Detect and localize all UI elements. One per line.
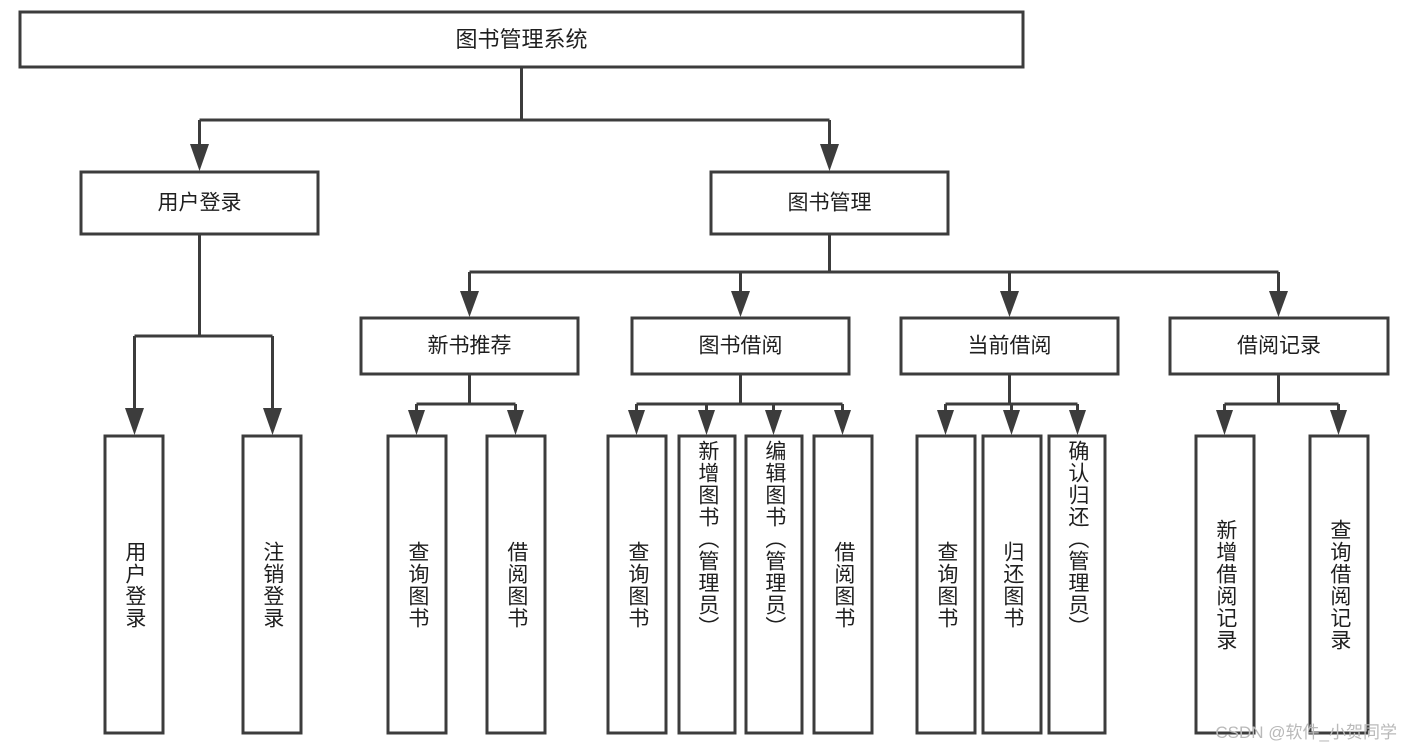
node-book-borrow[interactable]: 图书借阅 (630, 316, 851, 376)
node-borrow-record-box[interactable] (1168, 316, 1390, 376)
arrow-head-leaf-borrow-book-recommend (507, 410, 524, 435)
node-current-borrow-box[interactable] (899, 316, 1120, 376)
node-book-management[interactable]: 图书管理 (709, 170, 950, 236)
leaf-edit-book-box[interactable] (744, 434, 804, 735)
node-new-book-recommend-label: 新书推荐 (428, 335, 512, 358)
arrow-head-book-management (820, 144, 839, 171)
leaf-borrow-book-box[interactable] (812, 434, 874, 735)
leaf-confirm-return-box[interactable] (1047, 434, 1107, 735)
node-borrow-record-label: 借阅记录 (1237, 335, 1321, 358)
arrow-head-book-borrow (731, 291, 750, 317)
connector-layer (125, 67, 1347, 435)
leaf-query-borrow-record-box[interactable] (1308, 434, 1370, 735)
leaf-box-layer (103, 434, 1370, 735)
arrow-head-leaf-query-book-borrow (628, 410, 645, 435)
node-borrow-record[interactable]: 借阅记录 (1168, 316, 1390, 376)
leaf-add-borrow-record-box[interactable] (1194, 434, 1256, 735)
node-current-borrow-label: 当前借阅 (968, 335, 1052, 358)
arrow-head-leaf-logout (263, 408, 282, 435)
arrow-head-current-borrow (1000, 291, 1019, 317)
node-current-borrow[interactable]: 当前借阅 (899, 316, 1120, 376)
node-book-management-box[interactable] (709, 170, 950, 236)
arrow-head-leaf-return-book (1003, 410, 1020, 435)
leaf-borrow-book-recommend-box[interactable] (485, 434, 547, 735)
node-new-book-recommend-box[interactable] (359, 316, 580, 376)
leaf-logout-box[interactable] (241, 434, 303, 735)
node-new-book-recommend[interactable]: 新书推荐 (359, 316, 580, 376)
node-user-login-box[interactable] (79, 170, 320, 236)
leaf-return-book-box[interactable] (981, 434, 1043, 735)
leaf-add-book-box[interactable] (677, 434, 737, 735)
node-book-borrow-box[interactable] (630, 316, 851, 376)
node-book-management-label: 图书管理 (788, 192, 872, 215)
node-user-login-label: 用户登录 (158, 192, 242, 215)
node-book-borrow-label: 图书借阅 (699, 335, 783, 358)
arrow-head-leaf-edit-book (765, 410, 782, 435)
node-root-label: 图书管理系统 (455, 27, 587, 52)
leaf-query-book-current-box[interactable] (915, 434, 977, 735)
node-root-box[interactable] (18, 10, 1025, 69)
csdn-watermark: CSDN @软件_小贺同学 (1215, 723, 1397, 742)
arrow-head-leaf-add-book (698, 410, 715, 435)
node-root[interactable]: 图书管理系统 (18, 10, 1025, 69)
arrow-head-leaf-add-borrow-record (1216, 410, 1233, 435)
arrow-head-leaf-query-book-recommend (408, 410, 425, 435)
arrow-head-leaf-user-login (125, 408, 144, 435)
arrow-head-leaf-query-borrow-record (1330, 410, 1347, 435)
arrow-head-leaf-query-book-current (937, 410, 954, 435)
leaf-query-book-recommend-box[interactable] (386, 434, 448, 735)
node-user-login[interactable]: 用户登录 (79, 170, 320, 236)
arrow-head-leaf-confirm-return (1069, 410, 1086, 435)
arrow-head-new-book-recommend (460, 291, 479, 317)
arrow-head-leaf-borrow-book (834, 410, 851, 435)
leaf-user-login-box[interactable] (103, 434, 165, 735)
arrow-head-user-login (190, 144, 209, 171)
leaf-query-book-borrow-box[interactable] (606, 434, 668, 735)
arrow-head-borrow-record (1269, 291, 1288, 317)
